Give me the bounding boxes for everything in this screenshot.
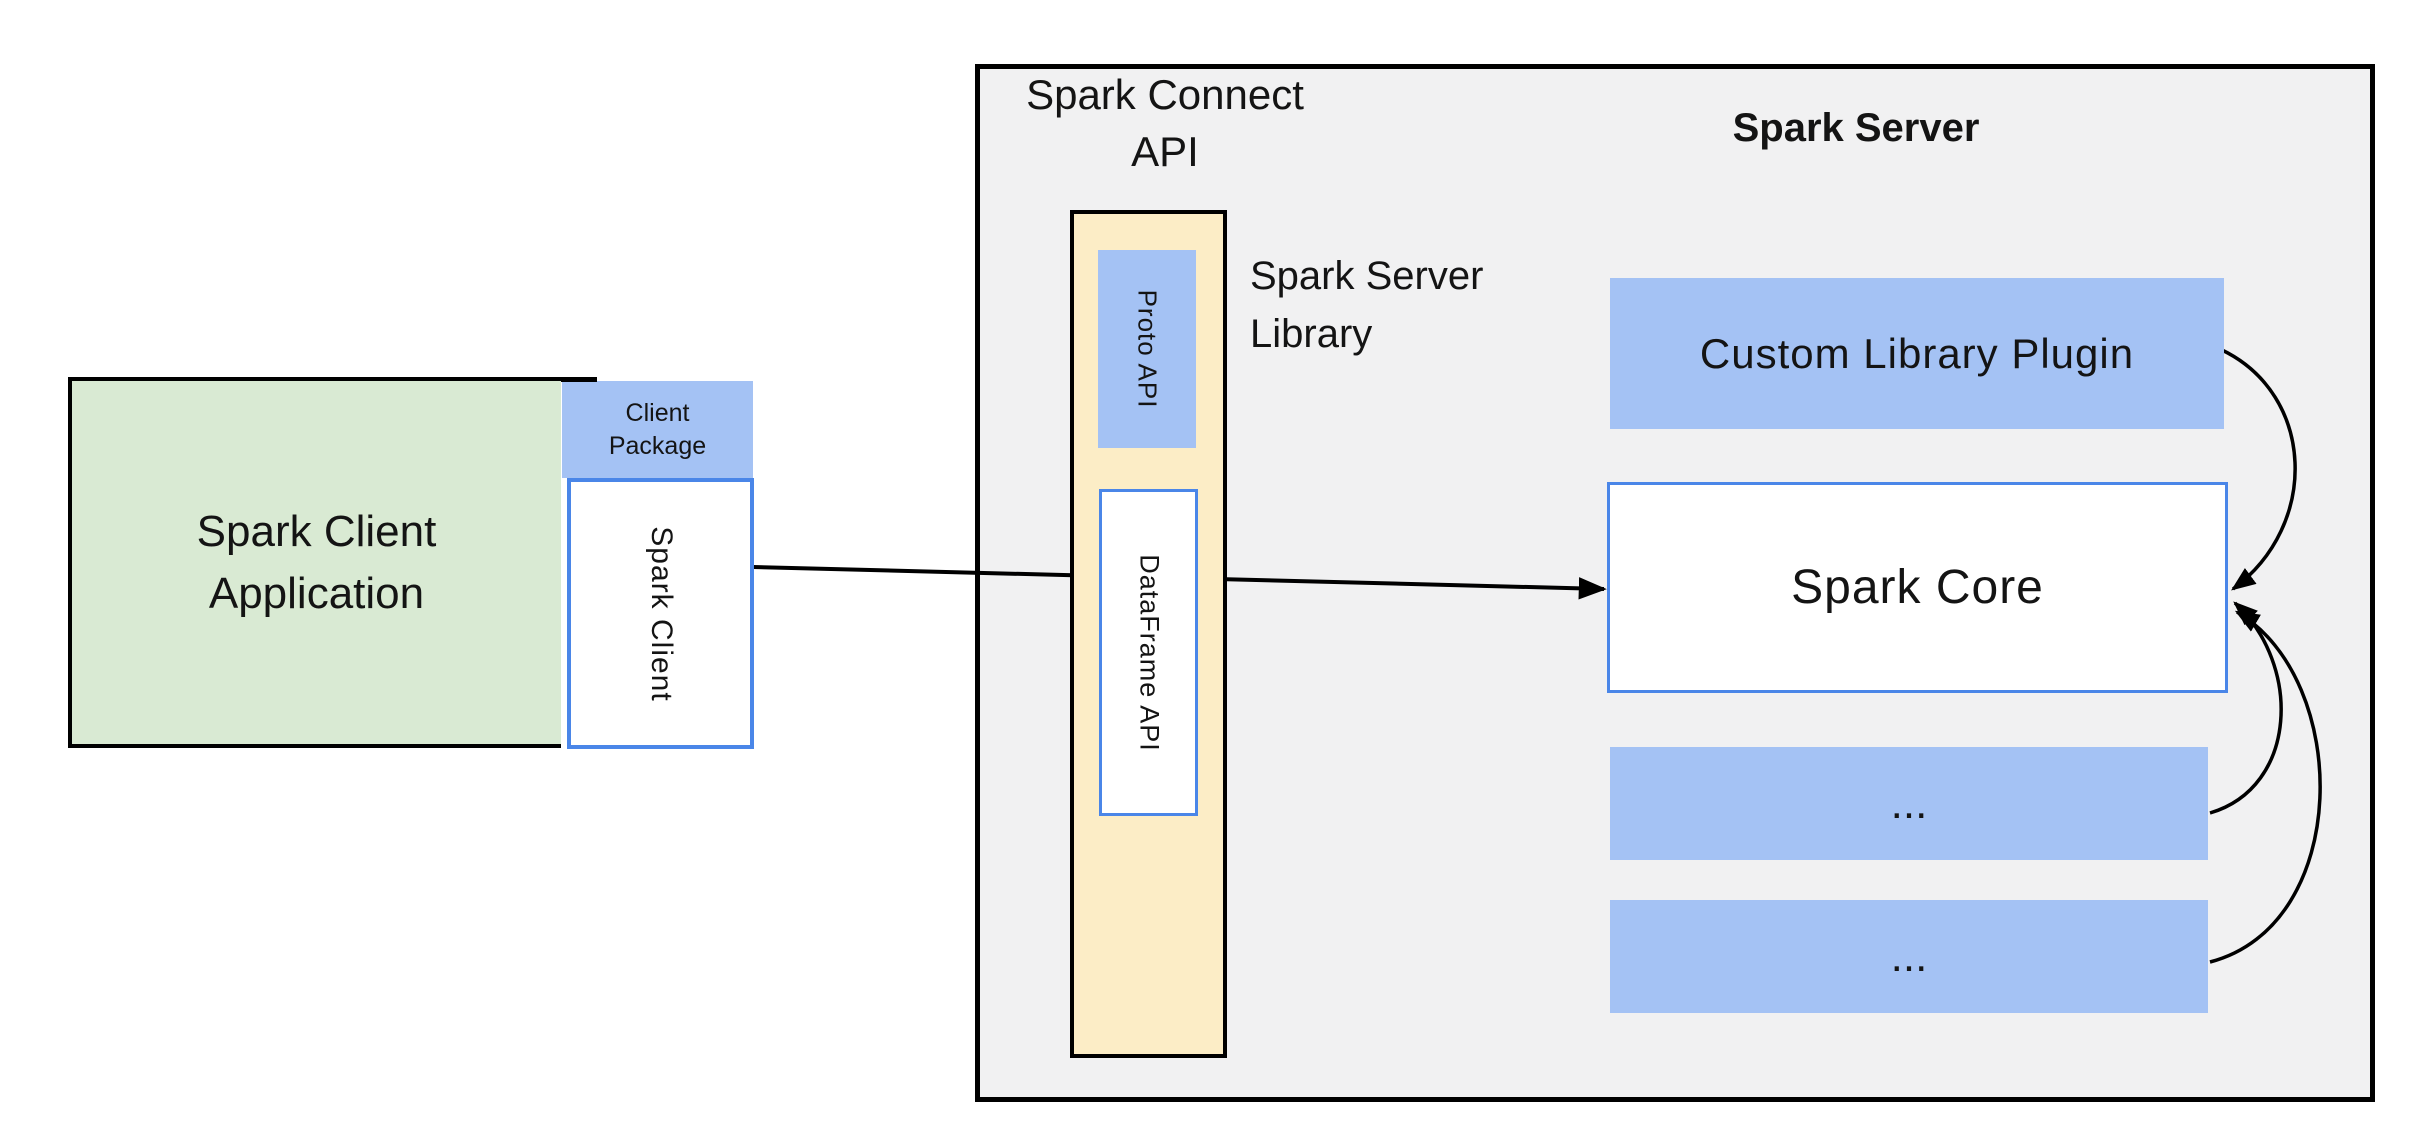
custom-library-plugin-label: Custom Library Plugin <box>1699 329 2135 377</box>
spark-server-library-label: Spark Server Library <box>1250 254 1484 356</box>
proto-api-label: Proto API <box>1132 289 1163 409</box>
custom-library-plugin-box: Custom Library Plugin <box>1610 278 2224 429</box>
green-box-top-border-overshoot <box>561 377 597 382</box>
spark-client-box: Spark Client <box>567 478 754 749</box>
ellipsis-plugin-box-2: ... <box>1610 900 2208 1013</box>
spark-client-label: Spark Client <box>644 525 678 702</box>
spark-core-box: Spark Core <box>1607 482 2228 693</box>
client-package-box: Client Package <box>562 381 753 478</box>
spark-server-title: Spark Server <box>1732 106 1980 150</box>
ellipsis-label-2: ... <box>1890 931 1928 981</box>
spark-core-label: Spark Core <box>1791 561 2044 614</box>
client-package-label: Client Package <box>608 399 707 460</box>
spark-connect-api-label: Spark Connect API <box>1026 71 1304 175</box>
dataframe-api-label: DataFrame API <box>1134 553 1164 752</box>
spark-client-application-label: Spark Client Application <box>196 506 437 618</box>
ellipsis-plugin-box-1: ... <box>1610 747 2208 860</box>
dataframe-api-box: DataFrame API <box>1099 489 1198 816</box>
ellipsis-label-1: ... <box>1890 778 1928 828</box>
proto-api-box: Proto API <box>1098 250 1196 448</box>
spark-client-application-box: Spark Client Application <box>68 377 561 748</box>
